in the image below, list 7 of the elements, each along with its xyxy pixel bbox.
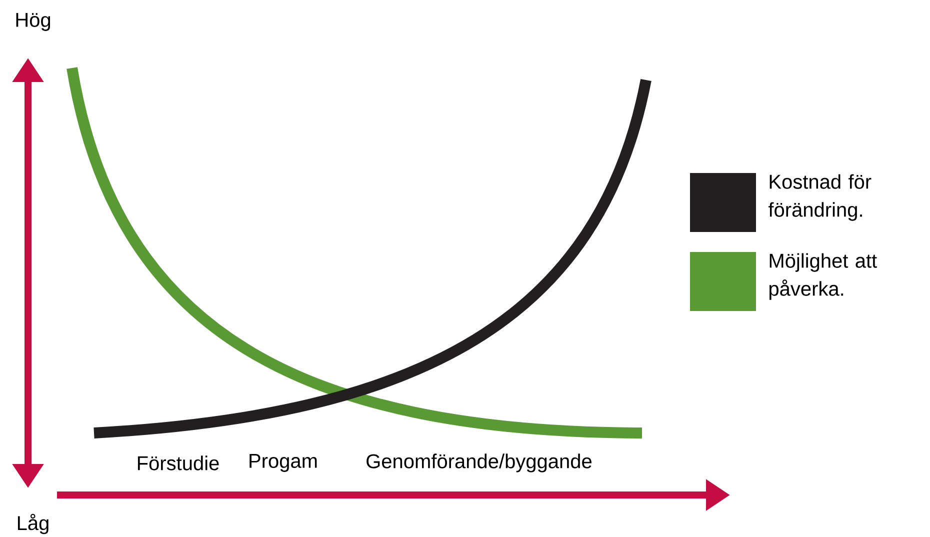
phase-label: Genomförande/byggande (366, 454, 592, 472)
axis-label: Hög (16, 13, 50, 31)
legend-text: Kostnad för förändring. (768, 174, 872, 221)
phase-label: Progam (250, 454, 317, 472)
phase-label: Förstudie (138, 456, 219, 470)
axis-label: Låg (18, 514, 48, 534)
legend-text: Möjlighet att påverka. (769, 253, 877, 300)
